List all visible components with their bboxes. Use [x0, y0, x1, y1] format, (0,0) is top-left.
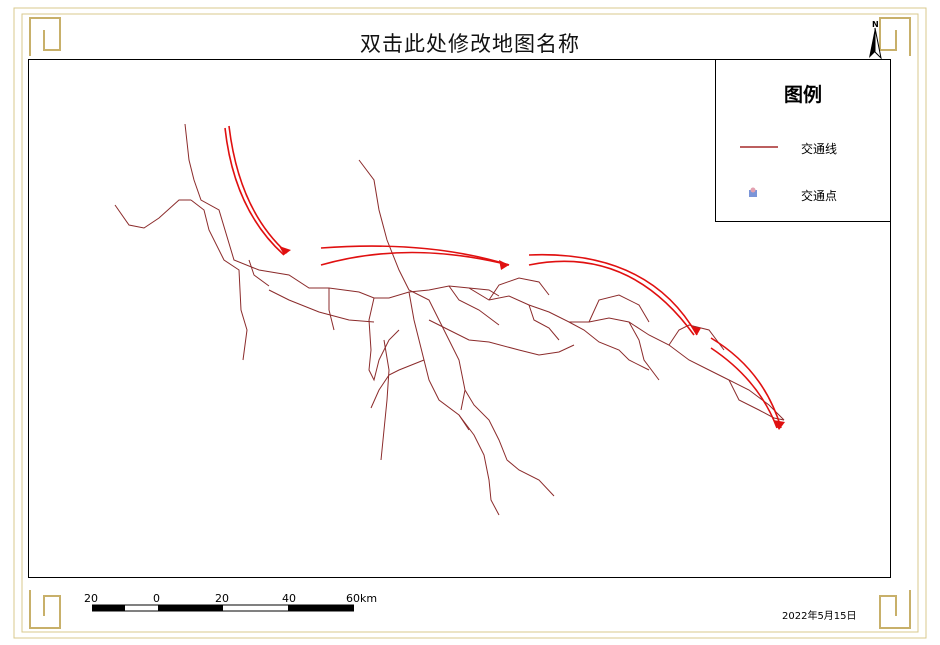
north-label: N [872, 20, 879, 29]
scale-label: 20 [215, 592, 229, 605]
legend-label-route: 交通线 [801, 142, 838, 156]
map-title[interactable]: 双击此处修改地图名称 [360, 32, 580, 56]
scale-bar [92, 604, 354, 612]
north-arrow-icon [869, 27, 882, 60]
route-line-swatch [740, 146, 778, 148]
map-date: 2022年5月15日 [782, 611, 857, 622]
scale-label: 40 [282, 592, 296, 605]
route-network [114, 123, 785, 516]
legend-label-station: 交通点 [801, 189, 838, 203]
map-legend[interactable]: 图例 交通线 交通点 [715, 59, 891, 222]
scale-label: 0 [153, 592, 160, 605]
station-icon [749, 187, 757, 197]
scale-label: 20 [84, 592, 98, 605]
scale-label: 60km [346, 592, 378, 605]
legend-title: 图例 [783, 84, 822, 106]
